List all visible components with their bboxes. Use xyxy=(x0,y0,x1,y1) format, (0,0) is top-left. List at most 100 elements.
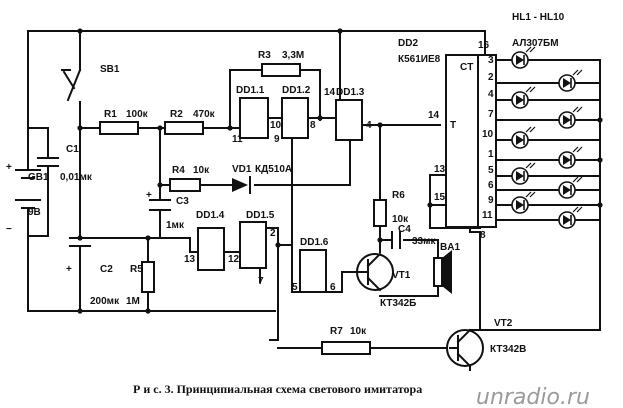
led-arrow-icon xyxy=(563,115,571,125)
led-arrow-icon xyxy=(563,78,571,88)
transistor-vt2: VT2 КТ342В xyxy=(446,318,526,368)
light-ray-icon xyxy=(576,206,583,213)
resistor-r5: R5 1М xyxy=(126,261,155,307)
light-ray-icon xyxy=(529,46,536,53)
gate-dd1-1: DD1.1 11 10 xyxy=(232,85,282,145)
svg-text:14: 14 xyxy=(428,110,440,121)
c4-label: C4 xyxy=(398,224,411,235)
svg-text:9: 9 xyxy=(274,134,280,145)
svg-text:6: 6 xyxy=(488,180,494,191)
watermark: unradio.ru xyxy=(476,385,590,408)
resistor-r1: R1 100к xyxy=(99,109,149,135)
hl-label: HL1 - HL10 xyxy=(512,12,565,23)
wires xyxy=(27,30,601,371)
vt1-value: КТ342Б xyxy=(380,298,416,309)
light-ray-icon xyxy=(525,191,532,198)
svg-text:12: 12 xyxy=(228,254,240,265)
dd1-4-label: DD1.4 xyxy=(196,210,225,221)
svg-text:8: 8 xyxy=(310,120,316,131)
gb1-voltage: 9B xyxy=(28,207,41,218)
ct-label: CT xyxy=(460,62,473,73)
light-ray-icon xyxy=(525,86,532,93)
c1-label: C1 xyxy=(66,144,79,155)
vd1-label: VD1 xyxy=(232,164,252,175)
led-array: HL1 - HL10 АЛ307БМ xyxy=(511,12,583,229)
light-ray-icon xyxy=(576,146,583,153)
vt1-label: VT1 xyxy=(392,270,411,281)
r4-value: 10к xyxy=(193,165,210,176)
c1-value: 0,01мк xyxy=(60,172,93,183)
resistor-r3: R3 3,3М xyxy=(258,50,304,77)
r2-label: R2 xyxy=(170,109,183,120)
svg-text:+: + xyxy=(146,190,152,201)
light-ray-icon xyxy=(572,206,579,213)
r1-label: R1 xyxy=(104,109,117,120)
svg-text:+: + xyxy=(6,162,12,173)
resistor-r7: R7 10к xyxy=(321,326,371,355)
led-arrow-icon xyxy=(516,200,524,210)
svg-text:11: 11 xyxy=(482,210,493,221)
dd1-3-label: DD1.3 xyxy=(336,87,365,98)
light-ray-icon xyxy=(576,176,583,183)
r7-value: 10к xyxy=(350,326,367,337)
light-ray-icon xyxy=(576,106,583,113)
diode-vd1: VD1 КД510А xyxy=(232,164,292,194)
r5-value: 1М xyxy=(126,296,140,307)
svg-text:13: 13 xyxy=(184,254,196,265)
svg-text:1: 1 xyxy=(488,149,494,160)
dd1-6-label: DD1.6 xyxy=(300,237,329,248)
gate-dd1-3: DD1.3 14 4 xyxy=(324,87,372,141)
gate-dd1-2: DD1.2 9 8 xyxy=(274,85,316,145)
light-ray-icon xyxy=(529,86,536,93)
gate-dd1-6: DD1.6 5 6 xyxy=(292,237,336,293)
resistor-r6: R6 10к xyxy=(373,190,409,227)
switch-sb1: SB1 xyxy=(61,64,120,102)
resistor-r2: R2 470к xyxy=(164,109,216,135)
svg-text:8: 8 xyxy=(480,230,486,241)
svg-text:10: 10 xyxy=(270,120,282,131)
ba1-label: BA1 xyxy=(440,242,460,253)
dd1-2-label: DD1.2 xyxy=(282,85,311,96)
svg-text:11: 11 xyxy=(232,134,243,145)
svg-text:2: 2 xyxy=(270,228,276,239)
r7-label: R7 xyxy=(330,326,343,337)
led-arrow-icon xyxy=(563,215,571,225)
svg-text:4: 4 xyxy=(488,89,494,100)
c4-value: 33мк xyxy=(412,236,437,247)
r5-label: R5 xyxy=(130,264,143,275)
capacitor-c3: + C3 1мк xyxy=(146,190,189,231)
svg-text:4: 4 xyxy=(366,120,372,131)
speaker-ba1: BA1 xyxy=(433,242,460,294)
c3-value: 1мк xyxy=(166,220,185,231)
light-ray-icon xyxy=(572,176,579,183)
svg-text:16: 16 xyxy=(478,40,490,51)
t-input-label: T xyxy=(450,120,456,131)
light-ray-icon xyxy=(525,126,532,133)
dd2-label: DD2 xyxy=(398,38,418,49)
r3-value: 3,3М xyxy=(282,50,304,61)
svg-text:3: 3 xyxy=(488,55,494,66)
c2-value: 200мк xyxy=(90,296,120,307)
dd1-5-label: DD1.5 xyxy=(246,210,275,221)
svg-text:6: 6 xyxy=(330,282,336,293)
light-ray-icon xyxy=(525,162,532,169)
light-ray-icon xyxy=(529,191,536,198)
r1-value: 100к xyxy=(126,109,149,120)
light-ray-icon xyxy=(572,146,579,153)
r3-label: R3 xyxy=(258,50,271,61)
svg-text:5: 5 xyxy=(488,165,494,176)
capacitor-c2: + C2 200мк xyxy=(66,237,120,307)
svg-text:14: 14 xyxy=(324,87,336,98)
led-arrow-icon xyxy=(563,185,571,195)
svg-text:13: 13 xyxy=(434,164,446,175)
svg-text:5: 5 xyxy=(292,282,298,293)
svg-text:10: 10 xyxy=(482,129,494,140)
gate-dd1-5: DD1.5 2 7 xyxy=(239,210,276,287)
battery-gb1: + − GB1 9B xyxy=(6,159,49,235)
r2-value: 470к xyxy=(193,109,216,120)
led-arrow-icon xyxy=(516,55,524,65)
counter-dd2: DD2 К561ИЕ8 CT T 16 14 13 15 8 3 2 4 7 1… xyxy=(398,38,497,241)
light-ray-icon xyxy=(576,69,583,76)
